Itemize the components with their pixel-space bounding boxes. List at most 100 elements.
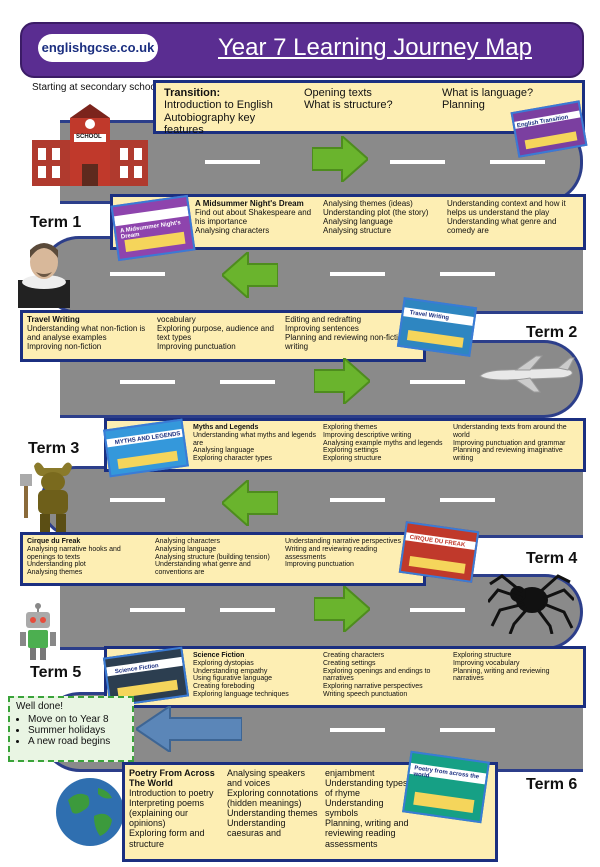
panel-item: enjambment <box>325 768 375 778</box>
panel-item: Analysing structure <box>323 225 392 235</box>
arrow-left-icon <box>222 252 278 298</box>
well-done-box: Well done! Move on to Year 8 Summer holi… <box>8 696 134 762</box>
panel-item: Creating characters <box>323 652 385 659</box>
panel-item: Analysing structure (building tension) <box>155 553 270 561</box>
panel-item: Planning, writing and reviewing reading … <box>325 818 409 849</box>
school-sign: SCHOOL <box>76 134 102 140</box>
panel-item: Understanding what genre and conventions… <box>155 561 251 577</box>
panel-item: Understanding plot <box>27 561 86 569</box>
term-3-label: Term 3 <box>28 440 80 457</box>
term-5-label: Term 5 <box>30 664 82 681</box>
panel-item: Analysing themes <box>27 569 83 577</box>
panel-item: Understanding plot (the story) <box>323 207 429 217</box>
road-dash <box>110 498 165 502</box>
panel-item: Analysing language <box>193 447 255 455</box>
minotaur-icon <box>20 462 72 532</box>
road-dash <box>330 498 385 502</box>
road-dash <box>440 728 495 732</box>
panel-item: Improving punctuation <box>157 341 236 351</box>
panel-item: Creating foreboding <box>193 683 255 691</box>
panel-item: Improving sentences <box>285 323 359 333</box>
road-dash <box>410 608 465 612</box>
panel-heading: Transition: <box>164 87 221 99</box>
poetry-booklet-image: Poetry from across the world <box>402 750 490 824</box>
road-dash <box>440 272 495 276</box>
panel-item: Exploring purpose, audience and text typ… <box>157 323 274 342</box>
start-label: Starting at secondary school <box>32 82 159 93</box>
panel-heading: Travel Writing <box>27 315 80 324</box>
well-done-title: Well done! <box>16 701 64 712</box>
panel-item: Exploring connotations (hidden meanings) <box>227 788 319 809</box>
panel-item: Writing speech punctuation <box>323 691 408 699</box>
road-band-3 <box>40 466 583 538</box>
panel-item: Improving non-fiction <box>27 341 102 351</box>
midsummer-booklet-image: A Midsummer Night's Dream <box>110 194 196 262</box>
road-dash <box>440 498 495 502</box>
panel-item: Improving descriptive writing <box>323 431 412 439</box>
panel-item: Exploring openings and endings to narrat… <box>323 667 431 683</box>
road-dash <box>330 728 385 732</box>
road-dash <box>390 160 445 164</box>
panel-heading: Science Fiction <box>193 652 245 659</box>
arrow-right-icon <box>314 358 370 404</box>
shakespeare-icon <box>18 243 70 308</box>
road-dash <box>410 380 465 384</box>
list-item: Summer holidays <box>28 725 132 736</box>
panel-item: Understanding what genre and comedy are <box>447 216 557 235</box>
panel-item: Analysing example myths and legends <box>323 439 443 447</box>
panel-item: Planning <box>442 99 485 112</box>
arrow-right-icon <box>314 586 370 632</box>
panel-item: vocabulary <box>157 315 196 324</box>
panel-item: Understanding empathy <box>193 667 268 675</box>
panel-item: Analysing narrative hooks and openings t… <box>27 545 121 561</box>
panel-item: Exploring dystopias <box>193 659 254 667</box>
road-dash <box>205 160 260 164</box>
road-dash <box>220 608 275 612</box>
panel-item: Understanding caesuras and <box>227 818 286 839</box>
road-dash <box>490 160 545 164</box>
panel-item: Exploring structure <box>323 455 382 463</box>
panel-item: Analysing characters <box>195 225 270 235</box>
term2-panel: Travel Writing Understanding what non-fi… <box>20 310 426 362</box>
road-dash <box>110 272 165 276</box>
term-1-label: Term 1 <box>30 214 82 231</box>
panel-heading: A Midsummer Night's Dream <box>195 199 304 208</box>
panel-item: Planning, writing and reviewing narrativ… <box>453 667 550 683</box>
panel-item: Exploring structure <box>453 652 512 659</box>
page-title: Year 7 Learning Journey Map <box>218 34 532 61</box>
panel-item: Understanding what non-fiction is and an… <box>27 323 146 342</box>
panel-item: Understanding narrative perspectives <box>285 538 401 545</box>
arrow-left-icon <box>222 480 278 526</box>
airplane-icon <box>479 355 575 393</box>
panel-item: Analysing speakers and voices <box>227 768 306 789</box>
road-dash <box>220 380 275 384</box>
panel-item: Understanding symbols <box>325 798 384 819</box>
term4-panel: Cirque du Freak Analysing narrative hook… <box>20 532 426 586</box>
panel-item: Writing and reviewing reading assessment… <box>285 545 378 561</box>
panel-item: Analysing language <box>155 545 217 553</box>
panel-item: Exploring form and structure <box>129 828 205 849</box>
school-building-icon <box>32 104 148 186</box>
panel-item: Understanding types of rhyme <box>325 778 408 799</box>
panel-item: Introduction to poetry <box>129 788 214 799</box>
panel-item: Exploring themes <box>323 424 378 431</box>
globe-icon <box>56 778 124 846</box>
arrow-right-icon <box>312 136 368 182</box>
panel-item: Creating settings <box>323 659 376 667</box>
term-4-label: Term 4 <box>526 550 578 567</box>
panel-item: Analysing themes (ideas) <box>323 199 413 208</box>
road-dash <box>330 272 385 276</box>
panel-heading: Cirque du Freak <box>27 538 81 545</box>
panel-item: Using figurative language <box>193 675 272 683</box>
panel-item: Exploring narrative perspectives <box>323 683 423 691</box>
panel-item: Improving punctuation <box>285 561 354 569</box>
panel-item: What is structure? <box>304 99 393 112</box>
panel-item: Opening texts <box>304 87 372 99</box>
panel-item: Interpreting poems (explaining our opini… <box>129 798 205 829</box>
list-item: Move on to Year 8 <box>28 714 132 725</box>
arrow-left-blue-icon <box>136 706 242 752</box>
panel-item: Find out about Shakespeare and his impor… <box>195 207 312 226</box>
panel-item: Planning and reviewing imaginative writi… <box>453 447 563 463</box>
term-6-label: Term 6 <box>526 776 578 793</box>
site-logo[interactable]: englishgcse.co.uk <box>38 34 158 62</box>
